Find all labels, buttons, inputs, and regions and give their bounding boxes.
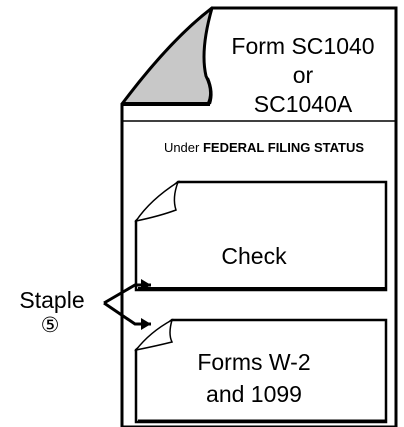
- form-folded-corner: [122, 8, 212, 104]
- form-title-line1: Form SC1040: [208, 32, 398, 61]
- under-bold-text: FEDERAL FILING STATUS: [203, 140, 364, 155]
- under-prefix: Under: [164, 140, 199, 155]
- staple-label: Staple: [0, 288, 104, 312]
- filing-status-instruction: Under FEDERAL FILING STATUS: [128, 139, 400, 157]
- w2-label-line1: Forms W-2: [141, 348, 367, 376]
- form-title-line2: or: [208, 61, 398, 90]
- check-label: Check: [141, 242, 367, 270]
- step-number-badge: ⑤: [26, 315, 74, 337]
- w2-label-line2: and 1099: [141, 380, 367, 408]
- form-title-line3: SC1040A: [208, 90, 398, 119]
